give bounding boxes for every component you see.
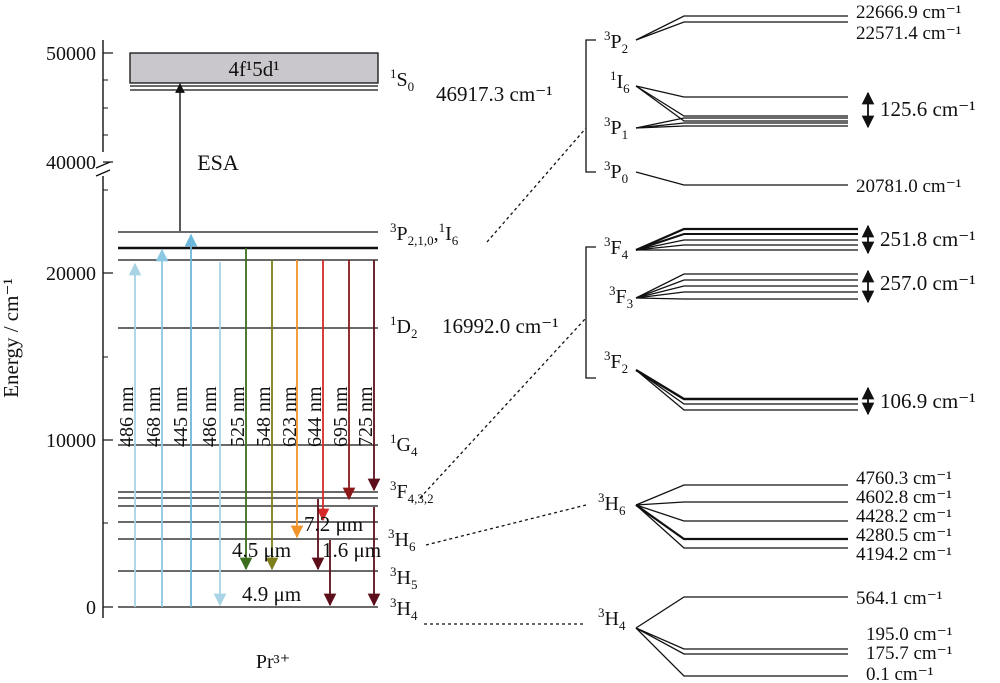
term-1G4: 1G4 (390, 431, 418, 459)
value-4602.8: 4602.8 cm⁻¹ (856, 487, 952, 508)
right-term-3F3: 3F3 (609, 283, 633, 311)
value-175.7: 175.7 cm⁻¹ (866, 643, 953, 664)
right-term-3F2: 3F2 (604, 348, 628, 376)
connector-3P (486, 127, 587, 243)
right-sublevels (635, 15, 858, 677)
label-725nm: 725 nm (355, 386, 377, 447)
term-1D2: 1D2 (390, 313, 417, 341)
label-486nm-up: 486 nm (116, 386, 138, 447)
bracket-3P (585, 39, 596, 173)
split-251.8: 251.8 cm⁻¹ (880, 227, 976, 251)
term-3H6: 3H6 (388, 526, 416, 554)
label-4.5um: 4.5 μm (232, 538, 291, 562)
right-term-3P0: 3P0 (604, 158, 628, 186)
value-195.0: 195.0 cm⁻¹ (866, 624, 953, 645)
value-4760.3: 4760.3 cm⁻¹ (856, 468, 952, 489)
axis-title: Energy / cm⁻¹ (0, 278, 23, 398)
label-468nm: 468 nm (143, 386, 165, 447)
band-label: 4f¹5d¹ (228, 57, 279, 81)
energy-1D2: 16992.0 cm⁻¹ (442, 314, 559, 338)
label-445nm: 445 nm (170, 386, 192, 447)
ir-arrows (311, 499, 381, 607)
transition-arrows (128, 233, 381, 607)
value-22571.4: 22571.4 cm⁻¹ (856, 23, 962, 44)
right-term-3P2: 3P2 (604, 28, 628, 56)
tick-label-40000: 40000 (46, 152, 96, 174)
tick-label-10000: 10000 (46, 430, 96, 452)
right-term-3P1: 3P1 (604, 114, 628, 142)
split-106.9: 106.9 cm⁻¹ (880, 389, 976, 413)
split-125.6: 125.6 cm⁻¹ (880, 97, 976, 121)
energy-1S0: 46917.3 cm⁻¹ (436, 82, 553, 106)
value-4428.2: 4428.2 cm⁻¹ (856, 506, 952, 527)
right-energy-values: 22666.9 cm⁻¹ 22571.4 cm⁻¹ 20781.0 cm⁻¹ 4… (856, 2, 962, 683)
minor-ticks (103, 79, 108, 524)
value-20781.0: 20781.0 cm⁻¹ (856, 176, 962, 197)
connector-3F (419, 317, 587, 499)
connector-3H6 (425, 504, 587, 546)
right-term-3F4: 3F4 (604, 234, 629, 262)
ion-label: Pr³⁺ (256, 651, 290, 673)
energy-axis: 0 10000 20000 40000 50000 Energy / cm⁻¹ (0, 40, 113, 619)
tick-label-50000: 50000 (46, 43, 96, 65)
value-4194.2: 4194.2 cm⁻¹ (856, 544, 952, 565)
bracket-3F (585, 246, 596, 379)
right-term-labels: 3P2 1I6 3P1 3P0 3F4 3F3 3F2 3H6 3H4 (598, 28, 633, 633)
left-term-labels: 1S0 3P2,1,0,1I6 1D2 1G4 3F4,3,2 3H6 3H5 … (388, 66, 459, 623)
term-3F: 3F4,3,2 (390, 478, 434, 506)
esa-label: ESA (197, 150, 239, 175)
term-3P-1I6: 3P2,1,0,1I6 (390, 220, 459, 248)
term-3H5: 3H5 (390, 564, 417, 592)
term-3H4: 3H4 (390, 595, 418, 623)
value-4280.5: 4280.5 cm⁻¹ (856, 525, 952, 546)
splitting-labels: 125.6 cm⁻¹ 251.8 cm⁻¹ 257.0 cm⁻¹ 106.9 c… (880, 97, 976, 413)
label-486nm-down: 486 nm (199, 386, 221, 447)
right-term-3H6: 3H6 (598, 490, 626, 518)
right-term-3H4: 3H4 (598, 605, 626, 633)
label-623nm: 623 nm (279, 386, 301, 447)
tick-label-20000: 20000 (46, 263, 96, 285)
right-brackets (585, 39, 596, 379)
label-548nm: 548 nm (253, 386, 275, 447)
label-1.6um: 1.6 μm (322, 538, 381, 562)
value-0.1: 0.1 cm⁻¹ (866, 664, 934, 683)
transition-labels: 486 nm 468 nm 445 nm 486 nm 525 nm 548 n… (116, 386, 377, 447)
value-564.1: 564.1 cm⁻¹ (856, 588, 943, 609)
label-644nm: 644 nm (304, 386, 326, 447)
label-7.2um: 7.2 μm (304, 512, 363, 536)
ir-labels: 7.2 μm 4.5 μm 1.6 μm 4.9 μm (232, 512, 381, 606)
label-525nm: 525 nm (227, 386, 249, 447)
split-257.0: 257.0 cm⁻¹ (880, 271, 976, 295)
axis-break-mark (95, 161, 111, 177)
dotted-connectors (419, 127, 587, 625)
label-695nm: 695 nm (330, 386, 352, 447)
4f5d-band (129, 52, 379, 84)
tick-label-0: 0 (86, 597, 96, 619)
term-1S0: 1S0 (390, 66, 414, 94)
label-4.9um: 4.9 μm (242, 582, 301, 606)
value-22666.9: 22666.9 cm⁻¹ (856, 2, 962, 23)
right-term-1I6: 1I6 (610, 68, 630, 96)
